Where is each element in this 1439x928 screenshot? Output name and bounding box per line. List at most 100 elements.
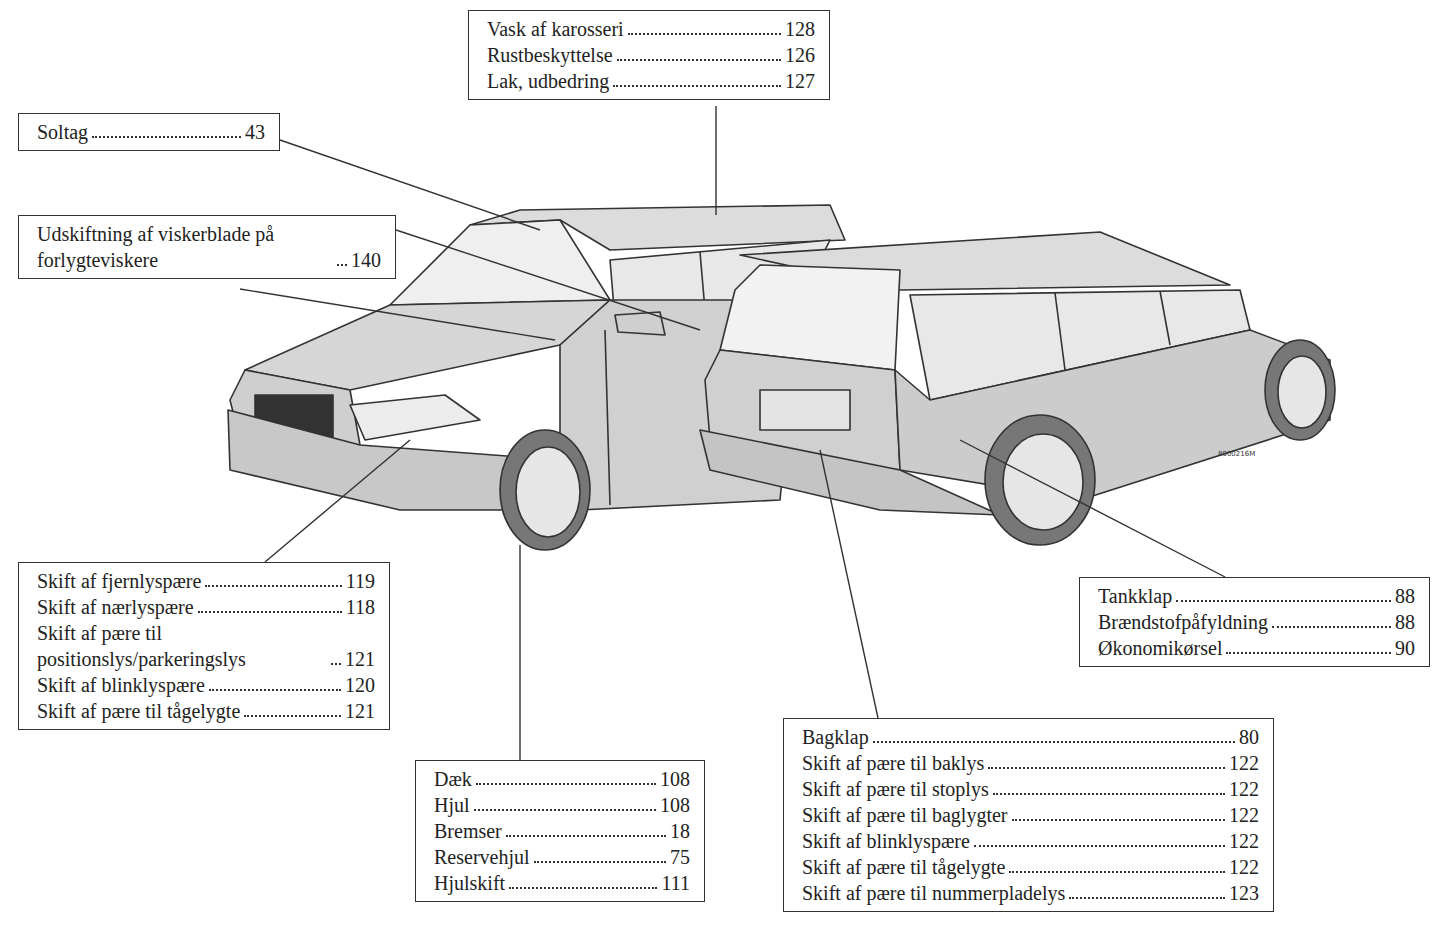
index-entry: Skift af nærlyspære118 bbox=[37, 594, 375, 620]
dot-leader bbox=[209, 689, 341, 691]
page-number: 140 bbox=[351, 247, 381, 273]
index-entry: Skift af pære til baglygter122 bbox=[802, 802, 1259, 828]
dot-leader bbox=[474, 809, 656, 811]
page-number: 120 bbox=[345, 672, 375, 698]
dot-leader bbox=[988, 767, 1225, 769]
page-number: 75 bbox=[670, 844, 690, 870]
dot-leader bbox=[613, 85, 781, 87]
page-number: 122 bbox=[1229, 854, 1259, 880]
dot-leader bbox=[337, 264, 347, 266]
entry-text: Skift af pære til stoplys bbox=[802, 776, 989, 802]
entry-text: Skift af blinklyspære bbox=[802, 828, 970, 854]
entry-text: Rustbeskyttelse bbox=[487, 42, 613, 68]
index-entry: Økonomikørsel 90 bbox=[1098, 635, 1415, 661]
index-entry: Skift af pære til tågelygte 122 bbox=[802, 854, 1259, 880]
dot-leader bbox=[534, 861, 666, 863]
page-number: 119 bbox=[346, 568, 375, 594]
dot-leader bbox=[873, 741, 1235, 743]
dot-leader bbox=[476, 783, 656, 785]
callout-box: Tankklap88Brændstofpåfyldning88Økonomikø… bbox=[1079, 577, 1430, 667]
page-number: 121 bbox=[345, 698, 375, 724]
dot-leader bbox=[617, 59, 781, 61]
page-number: 108 bbox=[660, 766, 690, 792]
dot-leader bbox=[244, 715, 341, 717]
dot-leader bbox=[509, 887, 657, 889]
entry-text: Tankklap bbox=[1098, 583, 1172, 609]
page-number: 122 bbox=[1229, 802, 1259, 828]
entry-text: Bagklap bbox=[802, 724, 869, 750]
page-number: 127 bbox=[785, 68, 815, 94]
index-entry: Rustbeskyttelse 126 bbox=[487, 42, 815, 68]
entry-text: Skift af fjernlyspære bbox=[37, 568, 201, 594]
entry-text: Skift af pære til nummerpladelys bbox=[802, 880, 1065, 906]
index-entry: Dæk 108 bbox=[434, 766, 690, 792]
callout-box: Bagklap80Skift af pære til baklys122Skif… bbox=[783, 718, 1274, 912]
index-entry: Bagklap 80 bbox=[802, 724, 1259, 750]
page-number: 122 bbox=[1229, 750, 1259, 776]
index-entry: Skift af pære til tågelygte 121 bbox=[37, 698, 375, 724]
callout-box: Skift af fjernlyspære119Skift af nærlysp… bbox=[18, 562, 390, 730]
page-number: 123 bbox=[1229, 880, 1259, 906]
entry-text: Skift af pære til positionslys/parkering… bbox=[37, 620, 327, 672]
dot-leader bbox=[1069, 897, 1225, 899]
index-entry: Skift af blinklyspære 122 bbox=[802, 828, 1259, 854]
entry-text: Vask af karosseri bbox=[487, 16, 624, 42]
page-number: 121 bbox=[345, 646, 375, 672]
index-entry: Skift af pære til baklys 122 bbox=[802, 750, 1259, 776]
figure-code: 8900216M bbox=[1218, 450, 1255, 458]
dot-leader bbox=[628, 33, 781, 35]
entry-text: Bremser bbox=[434, 818, 502, 844]
dot-leader bbox=[1009, 871, 1225, 873]
page-number: 122 bbox=[1229, 776, 1259, 802]
rear-car bbox=[700, 232, 1335, 545]
index-entry: Hjul 108 bbox=[434, 792, 690, 818]
entry-text: Hjulskift bbox=[434, 870, 505, 896]
entry-text: Skift af pære til tågelygte bbox=[802, 854, 1005, 880]
index-entry: Lak, udbedring 127 bbox=[487, 68, 815, 94]
index-entry: Skift af pære til positionslys/parkering… bbox=[37, 620, 375, 672]
dot-leader bbox=[1226, 652, 1391, 654]
callout-box: Dæk108Hjul108Bremser18Reservehjul75Hjuls… bbox=[415, 760, 705, 902]
page-number: 80 bbox=[1239, 724, 1259, 750]
entry-text: Skift af pære til tågelygte bbox=[37, 698, 240, 724]
index-entry: Bremser 18 bbox=[434, 818, 690, 844]
dot-leader bbox=[1012, 819, 1225, 821]
page-number: 43 bbox=[245, 119, 265, 145]
entry-text: Skift af nærlyspære bbox=[37, 594, 194, 620]
page-number: 122 bbox=[1229, 828, 1259, 854]
page-number: 88 bbox=[1395, 609, 1415, 635]
entry-text: Lak, udbedring bbox=[487, 68, 609, 94]
index-entry: Skift af fjernlyspære 119 bbox=[37, 568, 375, 594]
callout-box: Udskiftning af viskerblade på forlygtevi… bbox=[18, 215, 396, 279]
entry-text: Reservehjul bbox=[434, 844, 530, 870]
dot-leader bbox=[205, 585, 341, 587]
entry-text: Udskiftning af viskerblade på forlygtevi… bbox=[37, 221, 333, 273]
index-entry: Soltag 43 bbox=[37, 119, 265, 145]
dot-leader bbox=[974, 845, 1225, 847]
index-entry: Hjulskift 111 bbox=[434, 870, 690, 896]
page-number: 18 bbox=[670, 818, 690, 844]
entry-text: Skift af pære til baklys bbox=[802, 750, 984, 776]
page-number: 88 bbox=[1395, 583, 1415, 609]
entry-text: Dæk bbox=[434, 766, 472, 792]
page-number: 128 bbox=[785, 16, 815, 42]
dot-leader bbox=[1176, 600, 1391, 602]
page-number: 108 bbox=[660, 792, 690, 818]
entry-text: Hjul bbox=[434, 792, 470, 818]
index-entry: Skift af blinklyspære 120 bbox=[37, 672, 375, 698]
page-number: 90 bbox=[1395, 635, 1415, 661]
page-number: 111 bbox=[661, 870, 690, 896]
dot-leader bbox=[92, 136, 241, 138]
page-number: 126 bbox=[785, 42, 815, 68]
dot-leader bbox=[506, 835, 666, 837]
dot-leader bbox=[331, 663, 341, 665]
entry-text: Brændstofpåfyldning bbox=[1098, 609, 1268, 635]
dot-leader bbox=[1272, 626, 1391, 628]
entry-text: Økonomikørsel bbox=[1098, 635, 1222, 661]
index-entry: Skift af pære til nummerpladelys 123 bbox=[802, 880, 1259, 906]
dot-leader bbox=[993, 793, 1225, 795]
index-entry: Vask af karosseri 128 bbox=[487, 16, 815, 42]
entry-text: Soltag bbox=[37, 119, 88, 145]
entry-text: Skift af blinklyspære bbox=[37, 672, 205, 698]
index-entry: Reservehjul 75 bbox=[434, 844, 690, 870]
